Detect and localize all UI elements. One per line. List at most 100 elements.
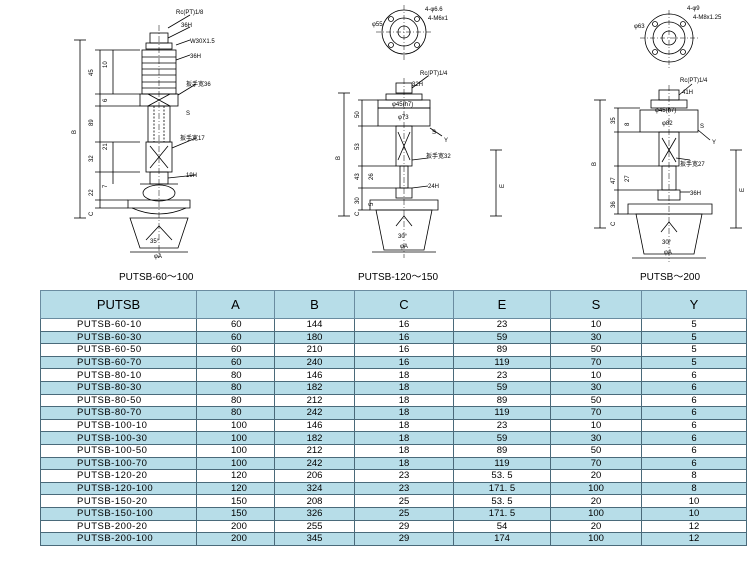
cell-b: 180 bbox=[274, 331, 355, 345]
cell-model: PUTSB-120-100 bbox=[40, 482, 197, 496]
cell-c: 16 bbox=[354, 331, 454, 345]
d3-dim-b: B bbox=[592, 162, 598, 166]
cell-e: 89 bbox=[453, 394, 551, 408]
cell-y: 10 bbox=[641, 494, 747, 508]
cell-y: 6 bbox=[641, 457, 747, 471]
cell-s: 20 bbox=[550, 469, 642, 483]
cell-model: PUTSB-80-50 bbox=[40, 394, 197, 408]
cell-s: 100 bbox=[550, 532, 642, 546]
cell-c: 23 bbox=[354, 469, 454, 483]
d2-bolts: 4-M6x1 bbox=[428, 16, 449, 22]
cell-e: 53. 5 bbox=[453, 469, 551, 483]
d2-hex-bottom: 24H bbox=[428, 184, 439, 190]
cell-s: 20 bbox=[550, 520, 642, 534]
cell-y: 6 bbox=[641, 419, 747, 433]
cell-c: 23 bbox=[354, 482, 454, 496]
d1-angle: 35° bbox=[150, 239, 160, 245]
d2-dim-5: 5 bbox=[369, 202, 375, 206]
d2-dim-53: 53 bbox=[355, 143, 361, 150]
d1-dim-c: C bbox=[89, 211, 95, 216]
cell-b: 182 bbox=[274, 431, 355, 445]
cell-a: 60 bbox=[196, 318, 275, 332]
header-s: S bbox=[550, 290, 642, 319]
d1-dim-45: 45 bbox=[89, 69, 95, 76]
d1-dim-89: 89 bbox=[89, 119, 95, 126]
cell-e: 171. 5 bbox=[453, 507, 551, 521]
d1-hex-bottom-label: 19H bbox=[186, 173, 197, 179]
cell-s: 50 bbox=[550, 343, 642, 357]
cell-e: 53. 5 bbox=[453, 494, 551, 508]
d2-y: Y bbox=[444, 138, 448, 144]
d1-s-label: S bbox=[186, 111, 190, 117]
cell-b: 212 bbox=[274, 444, 355, 458]
cell-y: 6 bbox=[641, 406, 747, 420]
d3-phi-45: φ45(h7) bbox=[655, 108, 676, 114]
cell-e: 119 bbox=[453, 356, 551, 370]
d2-holes: 4-φ6.6 bbox=[425, 7, 443, 13]
cell-y: 10 bbox=[641, 507, 747, 521]
cell-a: 60 bbox=[196, 343, 275, 357]
header-putsb: PUTSB bbox=[40, 290, 197, 319]
cell-b: 212 bbox=[274, 394, 355, 408]
cell-y: 12 bbox=[641, 532, 747, 546]
caption-putsb-120-150: PUTSB-120～150 bbox=[358, 272, 439, 283]
cell-b: 240 bbox=[274, 356, 355, 370]
d2-hex-top: 32H bbox=[412, 82, 423, 88]
cell-a: 120 bbox=[196, 469, 275, 483]
d1-phi-a: φA bbox=[154, 254, 162, 260]
d3-bolts: 4-M8x1.25 bbox=[693, 15, 722, 21]
header-b: B bbox=[274, 290, 355, 319]
cell-b: 208 bbox=[274, 494, 355, 508]
cell-c: 16 bbox=[354, 318, 454, 332]
d3-dim-e: E bbox=[740, 188, 746, 192]
cell-b: 324 bbox=[274, 482, 355, 496]
cell-c: 18 bbox=[354, 368, 454, 382]
d1-dim-22: 22 bbox=[89, 189, 95, 196]
cell-e: 119 bbox=[453, 457, 551, 471]
caption-putsb-200: PUTSB～200 bbox=[640, 272, 701, 283]
header-e: E bbox=[453, 290, 551, 319]
cell-model: PUTSB-150-100 bbox=[40, 507, 197, 521]
d1-dim-6: 6 bbox=[103, 98, 109, 102]
cell-model: PUTSB-150-20 bbox=[40, 494, 197, 508]
cell-a: 100 bbox=[196, 431, 275, 445]
cell-e: 174 bbox=[453, 532, 551, 546]
cell-c: 18 bbox=[354, 394, 454, 408]
cell-e: 59 bbox=[453, 381, 551, 395]
cell-y: 5 bbox=[641, 356, 747, 370]
cell-a: 200 bbox=[196, 520, 275, 534]
cell-c: 29 bbox=[354, 532, 454, 546]
cell-e: 89 bbox=[453, 343, 551, 357]
cell-b: 242 bbox=[274, 406, 355, 420]
drawing-putsb-200 bbox=[594, 10, 742, 262]
d3-dim-35: 35 bbox=[611, 117, 617, 124]
cell-model: PUTSB-200-20 bbox=[40, 520, 197, 534]
cell-s: 20 bbox=[550, 494, 642, 508]
d2-dim-30: 30 bbox=[355, 197, 361, 204]
d3-dim-36: 36 bbox=[611, 201, 617, 208]
d1-hex-top-label: 36H bbox=[181, 23, 192, 29]
cell-s: 100 bbox=[550, 507, 642, 521]
d2-s: S bbox=[432, 130, 436, 136]
cell-b: 144 bbox=[274, 318, 355, 332]
d3-holes: 4-φ9 bbox=[687, 6, 700, 12]
d3-phi-a: φA bbox=[664, 250, 672, 256]
cell-e: 59 bbox=[453, 431, 551, 445]
header-a: A bbox=[196, 290, 275, 319]
header-c: C bbox=[354, 290, 454, 319]
cell-y: 8 bbox=[641, 469, 747, 483]
cell-e: 119 bbox=[453, 406, 551, 420]
cell-e: 171. 5 bbox=[453, 482, 551, 496]
d3-wrench: 扳手宽27 bbox=[680, 160, 705, 168]
cell-y: 6 bbox=[641, 431, 747, 445]
d1-dim-b: B bbox=[72, 130, 78, 134]
